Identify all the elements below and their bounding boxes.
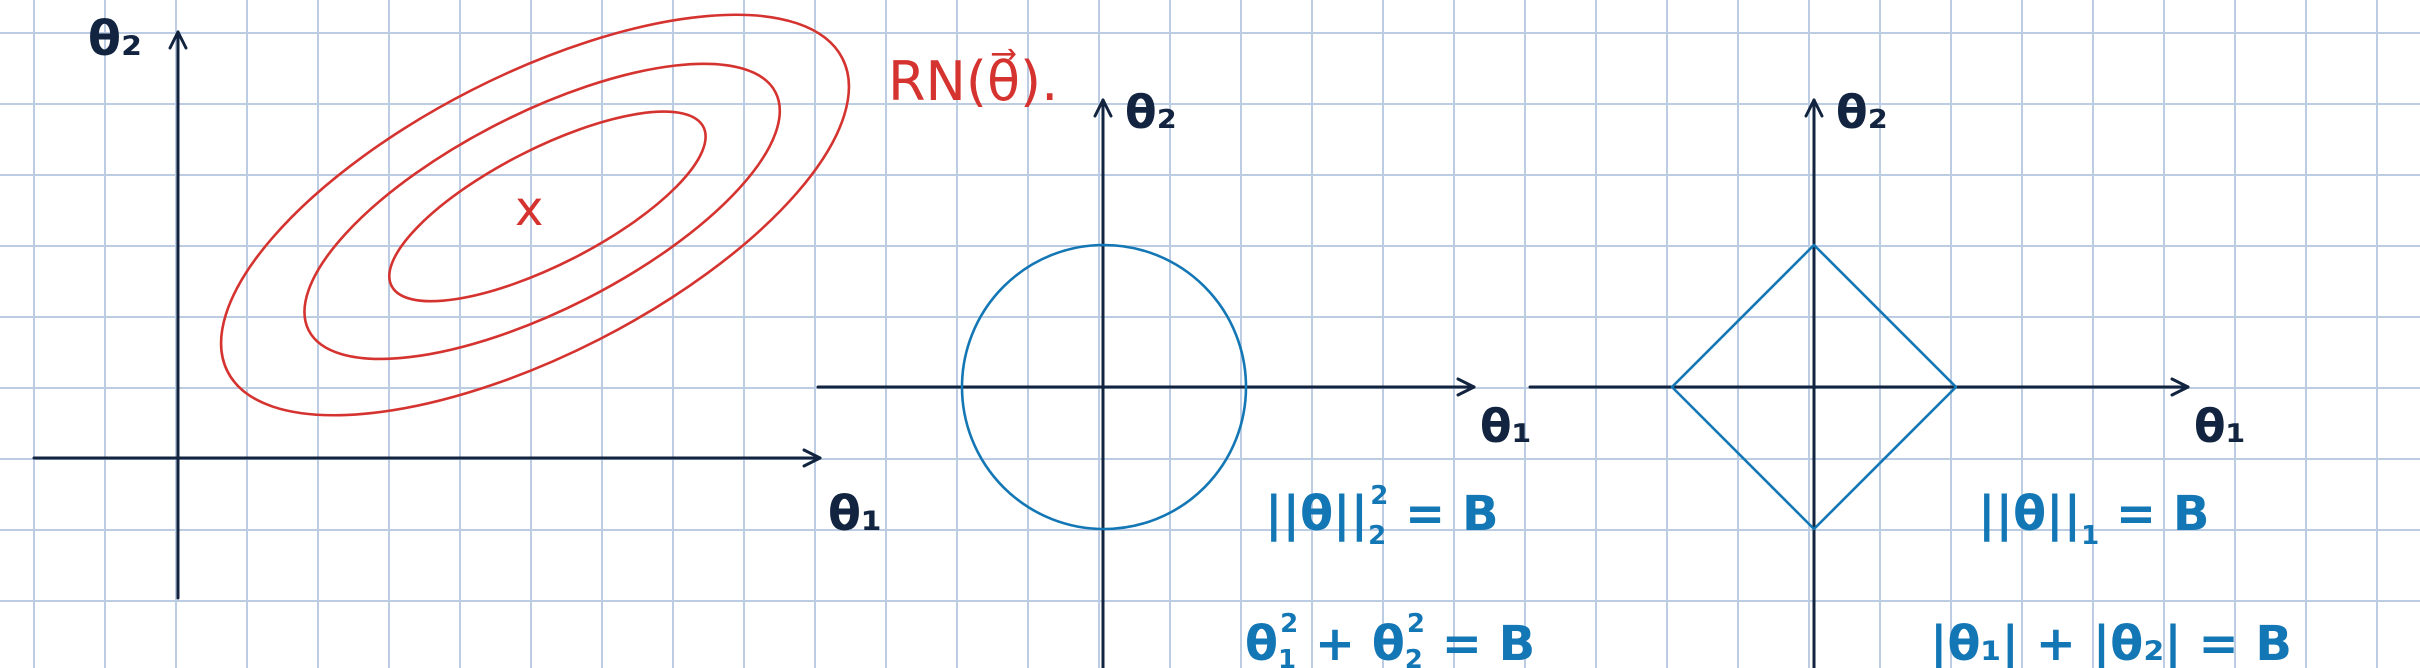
- l2-norm-subscript: 2: [1368, 521, 1386, 551]
- loss-contour-inner: [388, 110, 707, 303]
- l2-norm-main: ||θ||: [1265, 486, 1368, 542]
- middle-x-axis-label: θ₁: [1480, 399, 1532, 453]
- l2-constraint-circle: [960, 243, 1248, 531]
- l2-theta-one: θ: [1245, 616, 1278, 668]
- right-panel: θ₂ θ₁ ||θ||1 = B |θ₁| + |θ₂| = B: [1528, 85, 2292, 668]
- l2-expanded-equation: θ1 2 + θ2 2 = B: [1245, 609, 1535, 668]
- left-y-axis-label: θ₂: [88, 11, 142, 67]
- l1-norm-main: ||θ||: [1978, 486, 2081, 542]
- middle-y-axis-label: θ₂: [1125, 85, 1177, 139]
- l1-norm-subscript: 1: [2081, 521, 2099, 551]
- right-y-axis-label: θ₂: [1836, 85, 1888, 139]
- l2-theta-two-subscript: 2: [1405, 645, 1423, 668]
- left-x-axis-label: θ₁: [828, 486, 882, 542]
- minimum-marker: x: [515, 181, 543, 237]
- loss-contours: [219, 13, 851, 417]
- l2-norm-superscript: 2: [1370, 481, 1388, 511]
- l1-norm-equation: ||θ||1 = B: [1978, 486, 2209, 551]
- l2-theta-two-superscript: 2: [1407, 609, 1425, 639]
- loss-function-label: RN(θ⃗).: [888, 48, 1058, 113]
- loss-contour-outer: [219, 13, 851, 417]
- l1-expanded-equation: |θ₁| + |θ₂| = B: [1930, 616, 2292, 668]
- l2-theta-two: + θ: [1298, 616, 1405, 668]
- l1-norm-rest: = B: [2099, 486, 2209, 542]
- l1-constraint-diamond: [1670, 243, 1958, 531]
- left-panel: x RN(θ⃗). θ₂ θ₁: [32, 11, 1058, 600]
- l2-norm-rest: = B: [1388, 486, 1498, 542]
- middle-panel: θ₂ θ₁ ||θ||22 = B θ12 + θ22 = B: [816, 85, 1535, 668]
- right-x-axis-label: θ₁: [2194, 399, 2246, 453]
- l2-norm-equation: ||θ||2 2 = B: [1265, 481, 1499, 551]
- l2-theta-one-superscript: 2: [1280, 609, 1298, 639]
- l2-theta-one-subscript: 1: [1278, 645, 1296, 668]
- loss-contour-middle: [303, 62, 782, 361]
- l2-expanded-rest: = B: [1425, 616, 1535, 668]
